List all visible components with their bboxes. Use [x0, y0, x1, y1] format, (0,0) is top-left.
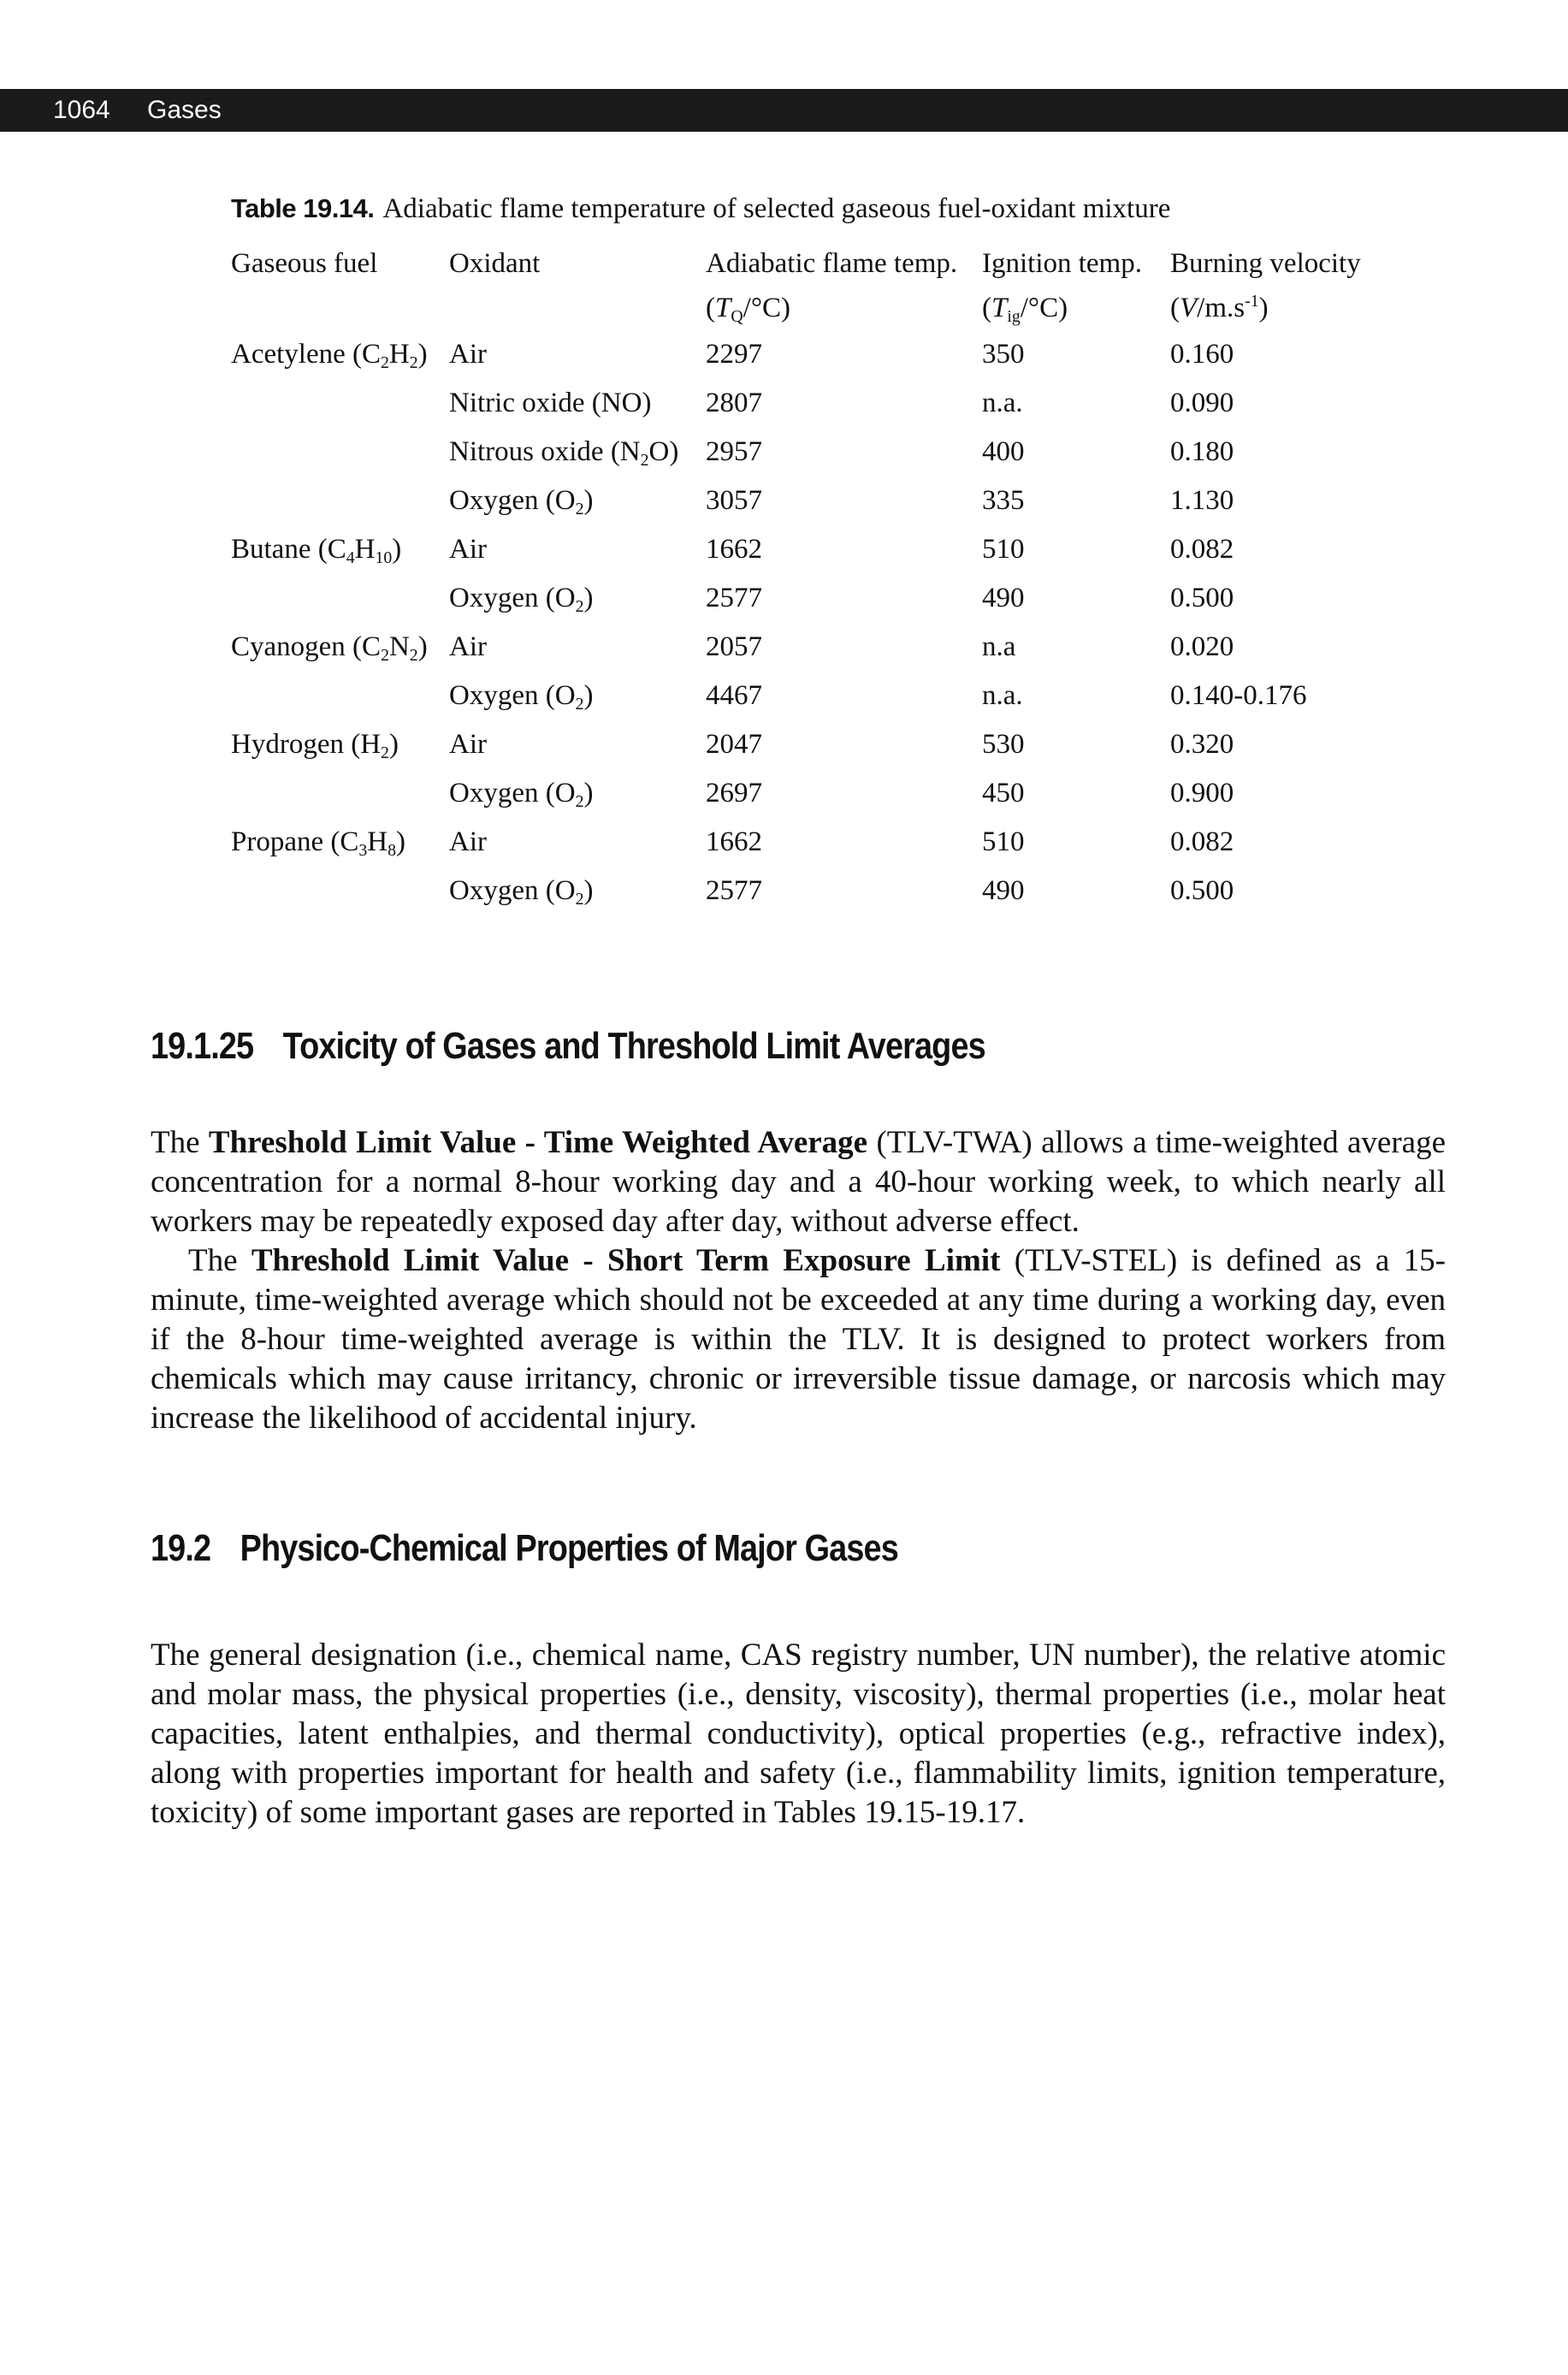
cell-oxidant: Air: [449, 631, 487, 662]
cell-ignition-temp: n.a.: [982, 388, 1023, 418]
cell-ignition-temp: 450: [982, 778, 1025, 808]
cell-gaseous-fuel: Propane (C3H8): [231, 826, 406, 860]
cell-oxidant: Air: [449, 339, 487, 370]
cell-flame-temp: 2577: [706, 583, 762, 613]
col-unit-burning-velocity: (V/m.s-1): [1170, 292, 1269, 323]
cell-oxidant: Oxygen (O2): [449, 875, 594, 909]
col-header-flame-temp: Adiabatic flame temp.: [706, 248, 958, 279]
cell-oxidant: Oxygen (O2): [449, 485, 594, 518]
table-row: Cyanogen (C2N2) Air 2057 n.a 0.020: [231, 631, 1429, 679]
table-caption: Table 19.14.Adiabatic flame temperature …: [231, 193, 1471, 225]
running-section-title: Gases: [147, 96, 222, 124]
table-row: Oxygen (O2) 2577 490 0.500: [231, 875, 1429, 923]
table-row: Oxygen (O2) 2697 450 0.900: [231, 778, 1429, 826]
table-label: Table 19.14.: [231, 193, 375, 223]
cell-ignition-temp: 490: [982, 875, 1025, 906]
cell-ignition-temp: n.a: [982, 631, 1016, 662]
cell-flame-temp: 2697: [706, 778, 762, 808]
section-number: 19.2: [151, 1527, 211, 1569]
cell-gaseous-fuel: Acetylene (C2H2): [231, 339, 428, 372]
table-header-row: Gaseous fuel Oxidant Adiabatic flame tem…: [231, 248, 1429, 325]
table-row: Acetylene (C2H2) Air 2297 350 0.160: [231, 339, 1429, 387]
cell-burning-velocity: 0.180: [1170, 436, 1234, 467]
cell-flame-temp: 1662: [706, 534, 762, 565]
cell-gaseous-fuel: Hydrogen (H2): [231, 729, 399, 762]
cell-burning-velocity: 0.090: [1170, 388, 1234, 418]
table-caption-text: Adiabatic flame temperature of selected …: [382, 193, 1171, 224]
cell-flame-temp: 2047: [706, 729, 762, 760]
col-header-oxidant: Oxidant: [449, 248, 541, 279]
section-heading-toxicity: 19.1.25 Toxicity of Gases and Threshold L…: [151, 1025, 986, 1068]
cell-oxidant: Nitrous oxide (N2O): [449, 436, 679, 470]
cell-ignition-temp: 510: [982, 534, 1025, 565]
cell-burning-velocity: 0.500: [1170, 583, 1234, 613]
paragraph-tlv-stel: The Threshold Limit Value - Short Term E…: [151, 1243, 1446, 1436]
cell-flame-temp: 2807: [706, 388, 762, 418]
col-header-burning-velocity: Burning velocity: [1170, 248, 1361, 279]
cell-ignition-temp: 400: [982, 436, 1025, 467]
page-number: 1064: [53, 96, 110, 124]
cell-ignition-temp: n.a.: [982, 680, 1023, 711]
cell-burning-velocity: 1.130: [1170, 485, 1234, 516]
cell-oxidant: Oxygen (O2): [449, 680, 594, 714]
cell-flame-temp: 2957: [706, 436, 762, 467]
cell-ignition-temp: 350: [982, 339, 1025, 370]
cell-burning-velocity: 0.020: [1170, 631, 1234, 662]
table-row: Butane (C4H10) Air 1662 510 0.082: [231, 534, 1429, 582]
cell-ignition-temp: 335: [982, 485, 1025, 516]
cell-ignition-temp: 510: [982, 826, 1025, 857]
table-row: Oxygen (O2) 2577 490 0.500: [231, 583, 1429, 631]
table-row: Oxygen (O2) 3057 335 1.130: [231, 485, 1429, 533]
cell-oxidant: Oxygen (O2): [449, 583, 594, 616]
section-title: Physico-Chemical Properties of Major Gas…: [240, 1527, 899, 1569]
cell-ignition-temp: 530: [982, 729, 1025, 760]
cell-oxidant: Air: [449, 729, 487, 760]
table-row: Hydrogen (H2) Air 2047 530 0.320: [231, 729, 1429, 777]
col-unit-flame-temp: (TQ/°C): [706, 293, 791, 326]
table-row: Nitric oxide (NO) 2807 n.a. 0.090: [231, 388, 1429, 435]
section-title: Toxicity of Gases and Threshold Limit Av…: [282, 1025, 986, 1067]
col-header-ignition-temp: Ignition temp.: [982, 248, 1142, 279]
cell-burning-velocity: 0.082: [1170, 826, 1234, 857]
cell-oxidant: Air: [449, 534, 487, 565]
section-heading-physico-chemical: 19.2 Physico-Chemical Properties of Major…: [151, 1527, 899, 1570]
cell-burning-velocity: 0.320: [1170, 729, 1234, 760]
cell-gaseous-fuel: Cyanogen (C2N2): [231, 631, 428, 665]
cell-flame-temp: 2297: [706, 339, 762, 370]
col-header-gaseous-fuel: Gaseous fuel: [231, 248, 378, 279]
paragraph-tlv-twa: The Threshold Limit Value - Time Weighte…: [151, 1125, 1446, 1239]
col-unit-ignition-temp: (Tig/°C): [982, 293, 1068, 326]
running-header: 1064 Gases: [0, 89, 1568, 132]
section-number: 19.1.25: [151, 1025, 254, 1067]
table-row: Oxygen (O2) 4467 n.a. 0.140-0.176: [231, 680, 1429, 728]
cell-oxidant: Oxygen (O2): [449, 778, 594, 811]
table-row: Propane (C3H8) Air 1662 510 0.082: [231, 826, 1429, 874]
cell-burning-velocity: 0.500: [1170, 875, 1234, 906]
cell-flame-temp: 3057: [706, 485, 762, 516]
cell-flame-temp: 2577: [706, 875, 762, 906]
term-tlv-twa: Threshold Limit Value - Time Weighted Av…: [208, 1125, 868, 1160]
cell-flame-temp: 2057: [706, 631, 762, 662]
term-tlv-stel: Threshold Limit Value - Short Term Expos…: [251, 1243, 1001, 1278]
cell-gaseous-fuel: Butane (C4H10): [231, 534, 402, 567]
cell-flame-temp: 1662: [706, 826, 762, 857]
cell-burning-velocity: 0.900: [1170, 778, 1234, 808]
cell-burning-velocity: 0.160: [1170, 339, 1234, 370]
cell-flame-temp: 4467: [706, 680, 762, 711]
cell-burning-velocity: 0.140-0.176: [1170, 680, 1307, 711]
cell-oxidant: Nitric oxide (NO): [449, 388, 652, 418]
table-row: Nitrous oxide (N2O) 2957 400 0.180: [231, 436, 1429, 484]
cell-oxidant: Air: [449, 826, 487, 857]
cell-ignition-temp: 490: [982, 583, 1025, 613]
cell-burning-velocity: 0.082: [1170, 534, 1234, 565]
paragraph-properties: The general designation (i.e., chemical …: [151, 1638, 1446, 1830]
